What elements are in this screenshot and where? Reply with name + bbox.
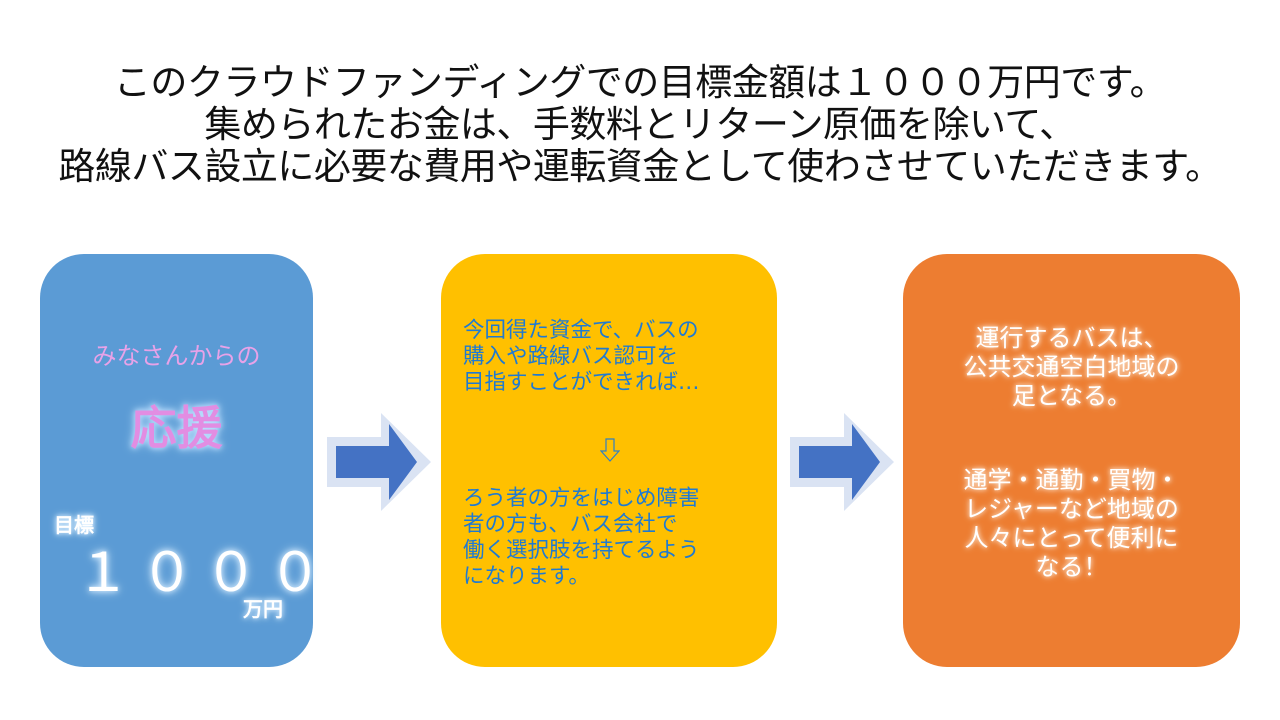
- impact-line: 運行するバスは、: [975, 324, 1168, 352]
- impact-box: 運行するバスは、 公共交通空白地域の 足となる。 通学・通勤・買物・ レジャーな…: [903, 254, 1240, 667]
- impact-line: 足となる。: [1011, 382, 1132, 410]
- headline: このクラウドファンディングでの目標金額は１０００万円です。 集められたお金は、手…: [0, 62, 1280, 188]
- plan-box: 今回得た資金で、バスの 購入や路線バス認可を 目指すことができれば… ろう者の方…: [441, 254, 777, 667]
- headline-line-2: 集められたお金は、手数料とリターン原価を除いて、: [204, 103, 1076, 146]
- right-arrow-icon: [327, 413, 431, 511]
- impact-paragraph-2: 通学・通勤・買物・ レジャーなど地域の 人々にとって便利に なる！: [903, 466, 1240, 582]
- down-arrow-icon: [600, 438, 620, 462]
- impact-line: 公共交通空白地域の: [963, 353, 1180, 381]
- plan-line: になります。: [463, 564, 590, 589]
- plan-line: 今回得た資金で、バスの: [463, 318, 699, 343]
- goal-label: 目標: [54, 513, 94, 537]
- impact-line: 通学・通勤・買物・: [963, 466, 1180, 494]
- impact-line: レジャーなど地域の: [964, 495, 1179, 523]
- plan-paragraph-1: 今回得た資金で、バスの 購入や路線バス認可を 目指すことができれば…: [463, 318, 763, 396]
- support-intro: みなさんからの: [92, 342, 261, 370]
- right-arrow-icon: [790, 413, 894, 511]
- impact-paragraph-1: 運行するバスは、 公共交通空白地域の 足となる。: [903, 324, 1240, 411]
- support-title: 応援: [130, 401, 223, 455]
- plan-line: 目指すことができれば…: [463, 370, 700, 395]
- plan-line: 働く選択肢を持てるよう: [463, 538, 700, 563]
- impact-line: 人々にとって便利に: [964, 524, 1179, 552]
- plan-paragraph-2: ろう者の方をはじめ障害 者の方も、バス会社で 働く選択肢を持てるよう になります…: [463, 486, 763, 590]
- headline-line-1: このクラウドファンディングでの目標金額は１０００万円です。: [113, 61, 1167, 104]
- plan-line: 購入や路線バス認可を: [463, 344, 679, 369]
- support-box: みなさんからの 応援 目標 １０００ 万円: [40, 254, 322, 667]
- plan-line: 者の方も、バス会社で: [463, 512, 678, 537]
- headline-line-3: 路線バス設立に必要な費用や運転資金として使わさせていただきます。: [58, 145, 1222, 188]
- goal-unit: 万円: [243, 597, 283, 621]
- goal-amount: １０００: [76, 541, 332, 604]
- plan-line: ろう者の方をはじめ障害: [463, 486, 700, 511]
- impact-line: なる！: [1035, 553, 1108, 581]
